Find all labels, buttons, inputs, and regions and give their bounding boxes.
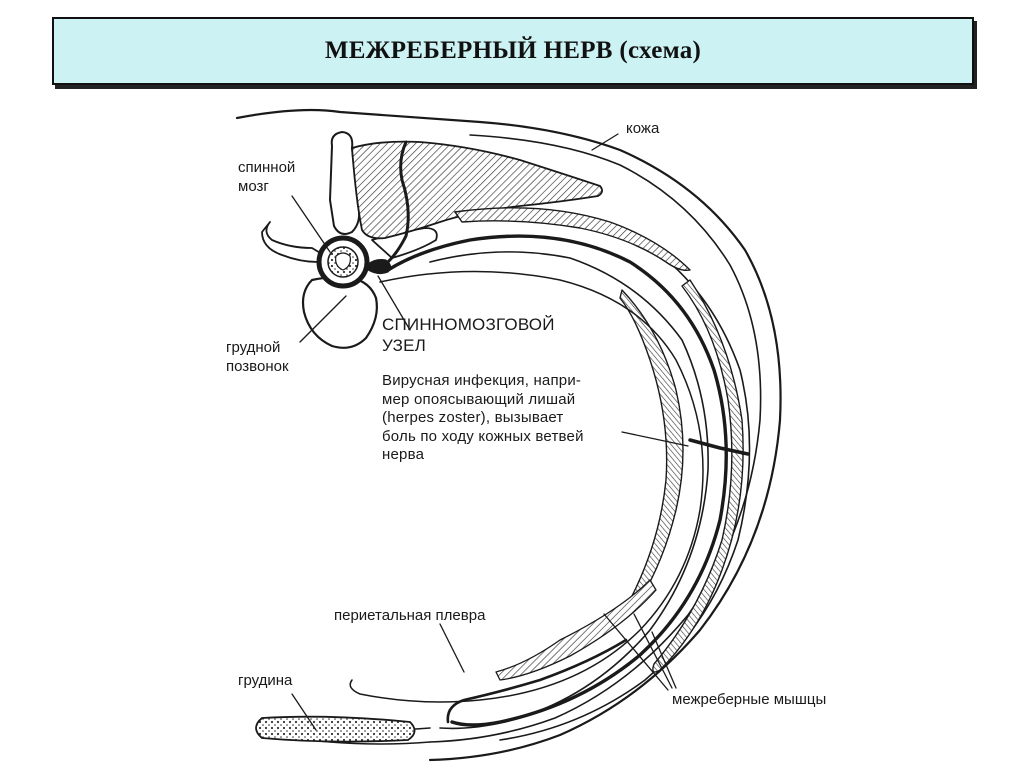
label-thoracic-vertebra: грудной позвонок <box>226 339 289 375</box>
skin-inner-line <box>429 134 762 743</box>
leader-ganglion <box>377 275 411 331</box>
leader-kozha <box>591 133 619 151</box>
leader-note <box>621 431 689 447</box>
label-skin: кожа <box>626 120 660 137</box>
sternum <box>255 715 416 743</box>
title-banner: МЕЖРЕБЕРНЫЙ НЕРВ (схема) <box>52 17 974 85</box>
leader-sternum <box>291 693 317 731</box>
muscle-strip-outer <box>652 279 744 673</box>
leader-muscle-1 <box>603 613 669 691</box>
page-title: МЕЖРЕБЕРНЫЙ НЕРВ (схема) <box>324 37 702 64</box>
cutaneous-branch <box>688 438 750 456</box>
label-spinal-ganglion: СПИННОМОЗГОВОЙ УЗЕЛ <box>382 315 555 355</box>
label-intercostal-muscles: межреберные мышцы <box>672 691 827 708</box>
intercostal-nerve <box>386 234 728 727</box>
leader-spinal-cord <box>291 195 331 253</box>
muscle-strip-lower <box>495 579 657 681</box>
ganglion <box>367 259 392 275</box>
label-herpes-note: Вирусная инфекция, напри- мер опоясывающ… <box>382 372 584 463</box>
label-parietal-pleura: периетальная плевра <box>334 607 486 624</box>
back-skin-outline <box>235 108 782 762</box>
muscle-strip-mid <box>619 289 684 605</box>
rib-band-inner <box>429 251 709 730</box>
leader-muscle-3 <box>651 631 677 689</box>
muscle-strip-upper <box>454 207 691 272</box>
label-spinal-cord: спинной мозг <box>238 159 296 195</box>
parietal-pleura <box>349 270 704 703</box>
leader-pleura <box>439 623 465 673</box>
label-sternum: грудина <box>238 672 293 689</box>
back-muscle <box>351 140 603 240</box>
leader-vertebra <box>299 295 347 343</box>
costal-cartilage <box>446 638 628 724</box>
leader-muscle-2 <box>633 613 673 689</box>
